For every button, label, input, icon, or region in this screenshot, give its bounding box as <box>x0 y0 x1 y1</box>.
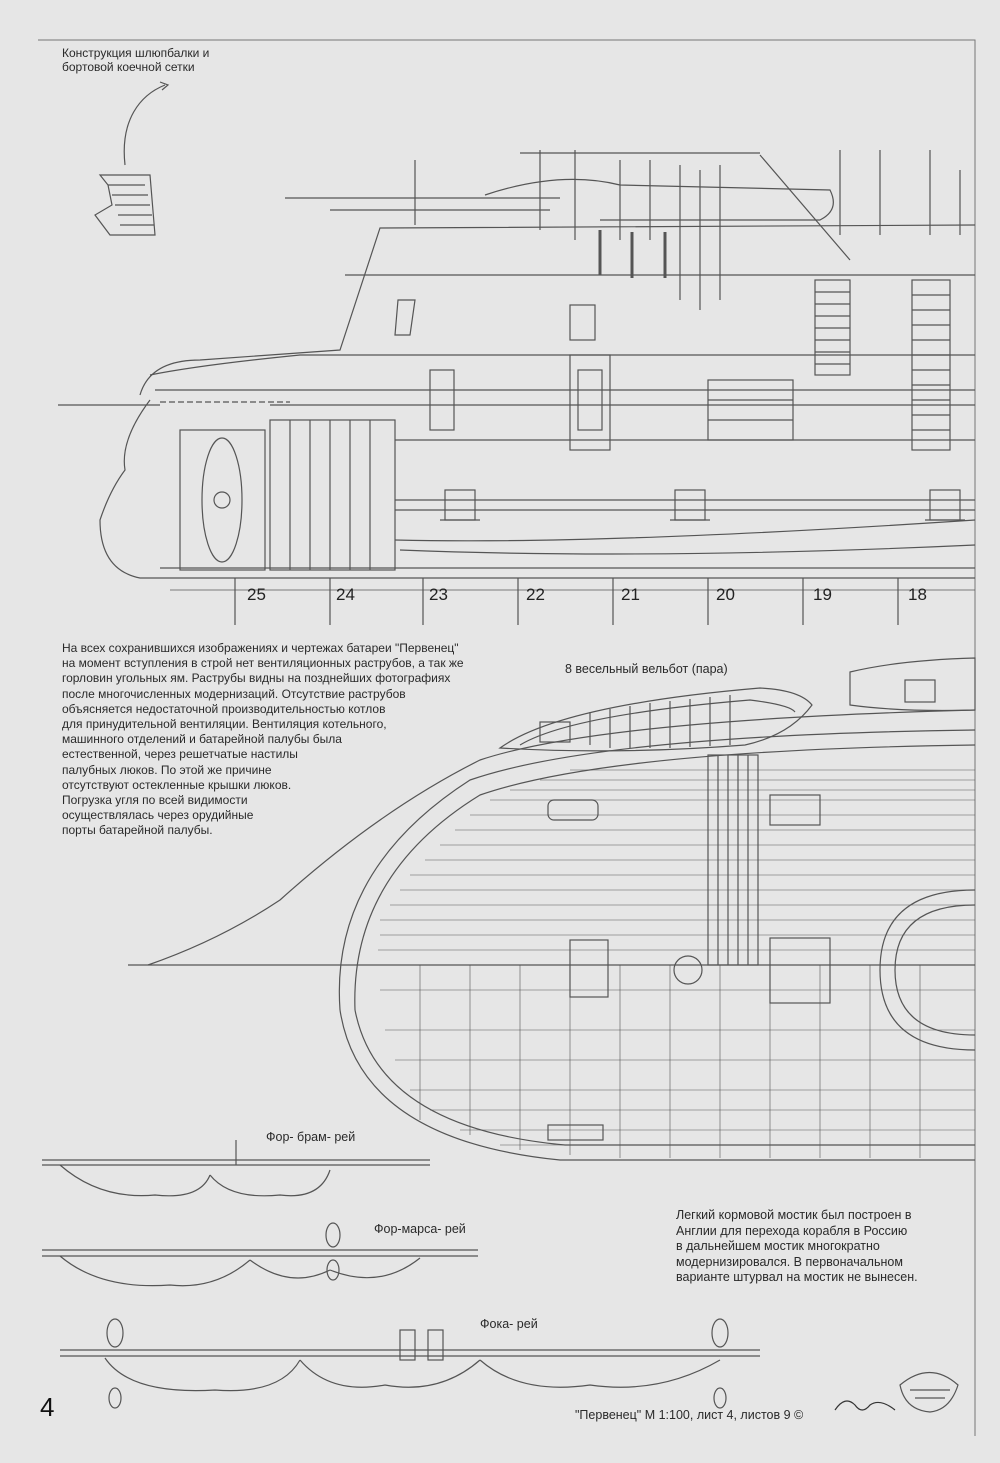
frame-number: 24 <box>336 585 355 604</box>
davit-caption: Конструкция шлюпбалки и бортовой коечной… <box>62 46 210 74</box>
frame-number: 20 <box>716 585 735 604</box>
yard-label: Фока- рей <box>480 1317 538 1331</box>
yard-label: Фор- брам- рей <box>266 1130 356 1144</box>
frame-number: 19 <box>813 585 832 604</box>
ventilation-note: На всех сохранившихся изображениях и чер… <box>62 641 464 838</box>
sheet-title: "Первенец" М 1:100, лист 4, листов 9 © <box>575 1408 804 1422</box>
frame-number: 25 <box>247 585 266 604</box>
deck-plan <box>128 657 976 1161</box>
page-number: 4 <box>40 1392 55 1422</box>
frame-number: 21 <box>621 585 640 604</box>
hull-section-sketch <box>899 1372 959 1413</box>
davit-detail <box>94 81 170 236</box>
frame-number: 22 <box>526 585 545 604</box>
whaleboat-label: 8 весельный вельбот (пара) <box>565 662 728 676</box>
frame-number: 23 <box>429 585 448 604</box>
author-signature <box>834 1400 896 1411</box>
yards <box>42 1140 760 1409</box>
side-profile <box>58 150 976 625</box>
stern-bridge-note: Легкий кормовой мостик был построен в Ан… <box>676 1208 918 1284</box>
frame-number: 18 <box>908 585 927 604</box>
yard-label: Фор-марса- рей <box>374 1222 466 1236</box>
